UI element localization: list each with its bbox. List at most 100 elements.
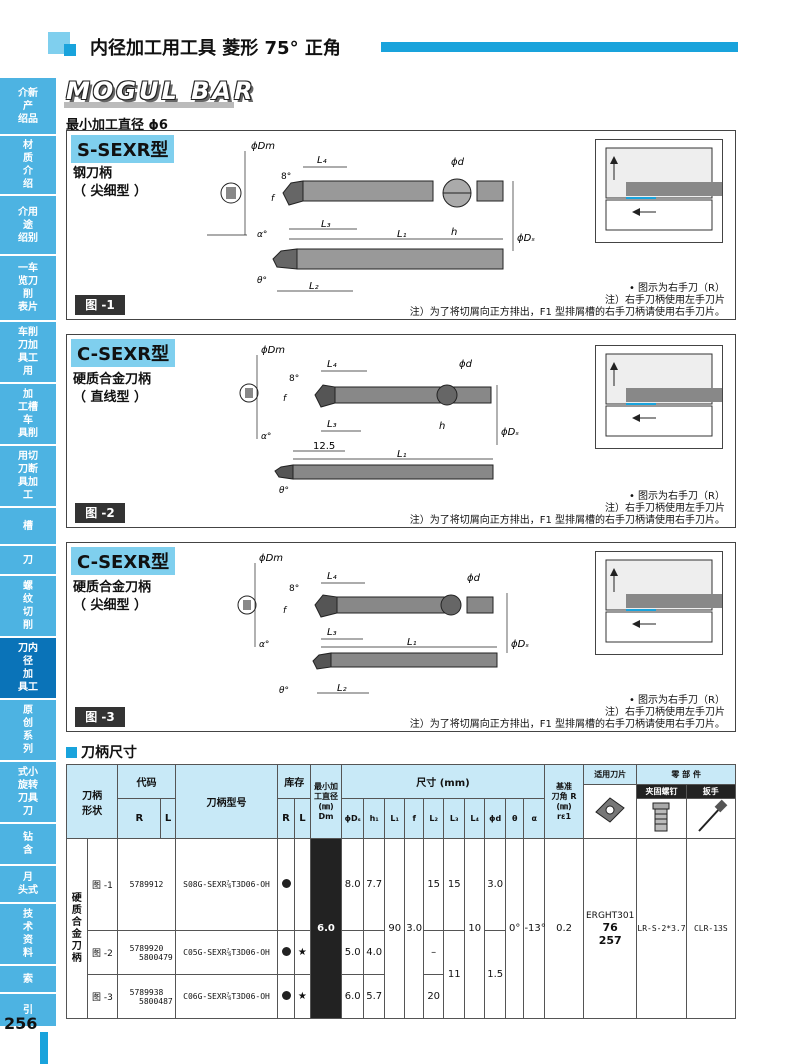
row-codes: 5789920 5800479 bbox=[117, 930, 176, 975]
row-codes: 5789938 5800487 bbox=[117, 974, 176, 1019]
figure-panel-2: L₄ L₃ L₁ 12.5 ϕDm ϕd ϕDₛ h f 8° α° θ° C-… bbox=[66, 334, 736, 528]
panel-title: S-SEXR型 bbox=[71, 135, 175, 163]
header-alpha: α bbox=[523, 798, 546, 839]
header-wrench: 扳手 bbox=[685, 784, 737, 799]
tool-drawing-3: L₄ L₃ L₁ L₂ ϕDm ϕd ϕDₛ f 8° α° θ° bbox=[237, 553, 529, 696]
stock-dot-icon bbox=[281, 878, 291, 888]
dim-dm: ϕDm bbox=[261, 345, 285, 356]
sidebar-item-internal[interactable]: 刀内 径 加 具工 bbox=[0, 638, 56, 700]
sidebar-item-grooving[interactable]: 加 工槽 车 具削 bbox=[0, 384, 56, 446]
row-stock-r bbox=[277, 930, 295, 975]
sidebar-item-rotary[interactable]: 式小 旋转 刀具 刀 bbox=[0, 762, 56, 824]
title-underline bbox=[64, 102, 234, 108]
note-insert: 注）右手刀柄使用左手刀片 bbox=[605, 707, 725, 718]
row-stock-r bbox=[277, 974, 295, 1019]
header-shape: 刀柄 形状 bbox=[65, 764, 119, 839]
insert-grade-2: 257 bbox=[598, 933, 622, 947]
insert-icon bbox=[595, 797, 625, 823]
row-l3: 15 bbox=[443, 838, 465, 931]
dim-d: ϕd bbox=[459, 359, 473, 370]
dim-ds: ϕDₛ bbox=[501, 427, 519, 438]
header-d: ϕd bbox=[484, 798, 506, 839]
tool-drawing-2: L₄ L₃ L₁ 12.5 ϕDm ϕd ϕDₛ h f 8° α° θ° bbox=[239, 345, 519, 496]
header-l1: L₁ bbox=[383, 798, 406, 839]
sidebar-item-tech[interactable]: 技 术 资 料 bbox=[0, 904, 56, 966]
screw-image-cell bbox=[636, 798, 687, 839]
product-name: MOGUL BAR bbox=[66, 77, 256, 105]
row-model: C06G-SEXR⅞T3D06-OH bbox=[174, 974, 279, 1019]
section-title: 刀柄尺寸 bbox=[81, 745, 137, 761]
header-code-r: R bbox=[117, 798, 162, 839]
header-dims: 尺寸 (mm) bbox=[340, 764, 546, 799]
sidebar-item-insert-list[interactable]: 一车 览刀 削 表片 bbox=[0, 256, 56, 322]
note-chip: 注）为了将切屑向正方排出，F1 型排屑槽的右手刀柄请使用右手刀片。 bbox=[409, 719, 725, 730]
row-h1: 5.7 bbox=[363, 974, 385, 1019]
sidebar-item-usage[interactable]: 介用 途 绍别 bbox=[0, 196, 56, 256]
inset-drawing bbox=[605, 147, 722, 231]
sidebar-item-cutoff[interactable]: 用切 刀断 具加 工 bbox=[0, 446, 56, 508]
sidebar-item-label: 式小 旋转 刀具 刀 bbox=[18, 767, 38, 817]
figure-label: 图 -2 bbox=[75, 503, 125, 523]
section-square-icon bbox=[66, 746, 77, 758]
sidebar-item-label: 螺 纹 切 削 bbox=[23, 581, 33, 631]
insert-grade-1: 76 bbox=[602, 920, 618, 934]
sidebar-item-label: 月 头式 bbox=[18, 872, 38, 896]
row-d: 3.0 bbox=[484, 838, 506, 931]
sidebar-item-material[interactable]: 材 质 介 绍 bbox=[0, 136, 56, 196]
cell-l1: 90 bbox=[383, 838, 406, 1019]
sidebar-item-slot[interactable]: 槽 bbox=[0, 508, 56, 546]
row-l2: – bbox=[422, 930, 445, 975]
sidebar-item-label: 介新 产 绍品 bbox=[18, 87, 38, 125]
sidebar-item-index1[interactable]: 索 bbox=[0, 966, 56, 994]
note-right-hand: • 图示为右手刀（R） bbox=[628, 283, 725, 294]
row-h1: 7.7 bbox=[363, 838, 385, 931]
sidebar-item-new[interactable]: 介新 产 绍品 bbox=[0, 78, 56, 136]
sidebar-item-original[interactable]: 原 创 系 列 bbox=[0, 700, 56, 762]
panel-subtitle-2: （ 直线型 ） bbox=[73, 390, 148, 405]
cell-l4: 10 bbox=[463, 838, 486, 1019]
stock-dot-icon bbox=[281, 990, 291, 1000]
note-right-hand: • 图示为右手刀（R） bbox=[628, 491, 725, 502]
row-l3: 11 bbox=[443, 930, 465, 1019]
panel-title: C-SEXR型 bbox=[71, 547, 176, 575]
sidebar-item-threading[interactable]: 螺 纹 切 削 bbox=[0, 576, 56, 638]
dim-8deg: 8° bbox=[281, 172, 291, 182]
note-chip: 注）为了将切屑向正方排出，F1 型排屑槽的右手刀柄请使用右手刀片。 bbox=[409, 515, 725, 526]
dim-theta: θ° bbox=[257, 276, 267, 286]
inset-diagram bbox=[595, 345, 723, 449]
sidebar-item-drill[interactable]: 钻 含 bbox=[0, 824, 56, 866]
dim-l1: L₁ bbox=[407, 637, 417, 648]
header-ds: ϕDₛ bbox=[340, 798, 365, 839]
sidebar-item-index2[interactable]: 引 bbox=[0, 994, 56, 1028]
sidebar-item-label: 槽 bbox=[23, 520, 33, 532]
row-d: 1.5 bbox=[484, 930, 506, 1019]
row-ds: 8.0 bbox=[340, 838, 365, 931]
header-model: 刀柄型号 bbox=[174, 764, 279, 839]
dim-f: f bbox=[283, 394, 288, 404]
dim-alpha: α° bbox=[257, 230, 267, 240]
panel-title: C-SEXR型 bbox=[71, 339, 176, 367]
sidebar-item-label: 刀 bbox=[23, 554, 33, 566]
sidebar-item-head[interactable]: 月 头式 bbox=[0, 866, 56, 904]
figure-panel-3: L₄ L₃ L₁ L₂ ϕDm ϕd ϕDₛ f 8° α° θ° C-SEXR… bbox=[66, 542, 736, 732]
dim-ds: ϕDₛ bbox=[517, 233, 535, 244]
cell-clamp: LR-S-2*3.7 bbox=[636, 838, 687, 1019]
header-stock-r: R bbox=[277, 798, 295, 839]
sidebar-item-label: 材 质 介 绍 bbox=[23, 140, 33, 190]
panel-subtitle-2: （ 尖细型 ） bbox=[73, 598, 148, 613]
figure-label: 图 -3 bbox=[75, 707, 125, 727]
figure-label: 图 -1 bbox=[75, 295, 125, 315]
row-code-r: 5789920 bbox=[129, 943, 164, 953]
sidebar-item-turning-tools[interactable]: 车削 刀加 具工 用 bbox=[0, 322, 56, 384]
sidebar-item-label: 原 创 系 列 bbox=[23, 705, 33, 755]
header-code: 代码 bbox=[117, 764, 176, 799]
cell-wrench: CLR-13S bbox=[685, 838, 737, 1019]
header-insert: 适用刀片 bbox=[583, 764, 638, 785]
header-parts: 零 部 件 bbox=[636, 764, 736, 785]
dim-l2: L₂ bbox=[309, 281, 319, 292]
sidebar-item-tool[interactable]: 刀 bbox=[0, 546, 56, 576]
dim-l3: L₃ bbox=[321, 219, 331, 230]
section-header: 刀柄尺寸 bbox=[66, 742, 137, 762]
dim-l3: L₃ bbox=[327, 419, 337, 430]
sidebar-item-label: 一车 览刀 削 表片 bbox=[18, 263, 38, 313]
